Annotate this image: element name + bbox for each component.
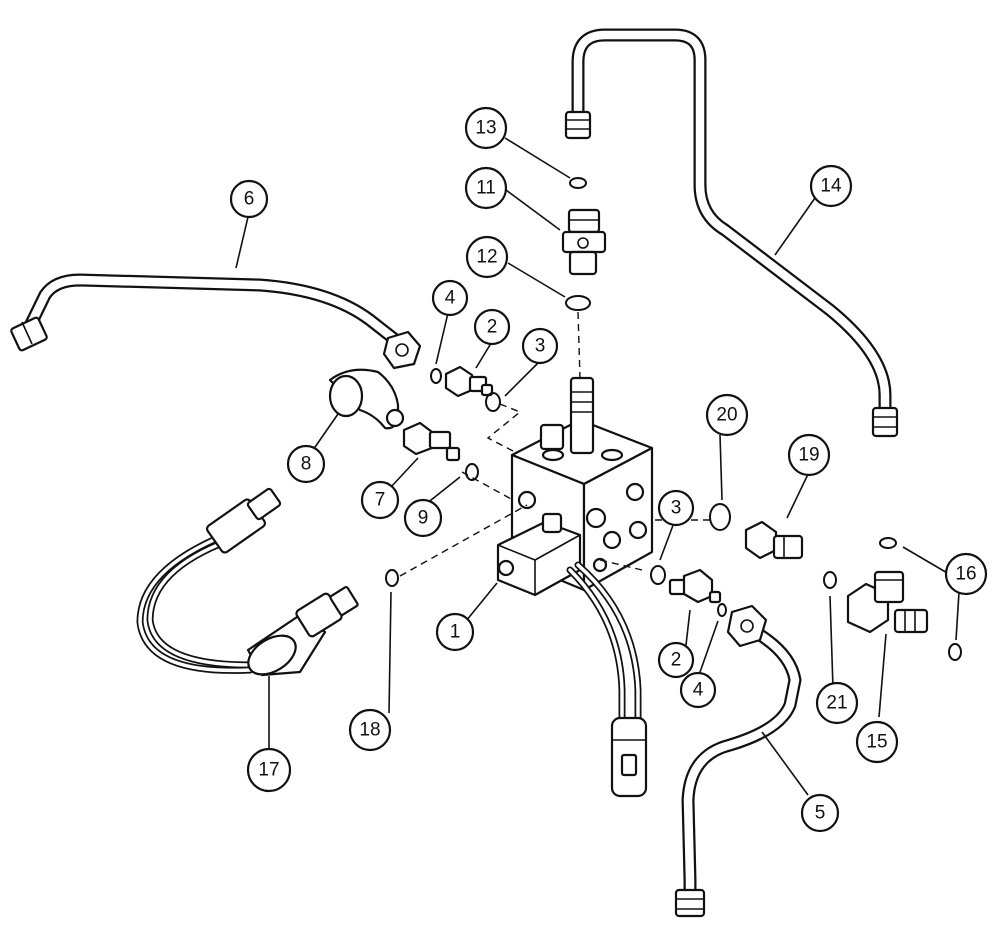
oring-9 [465, 463, 479, 481]
callout-6-label: 6 [244, 189, 255, 210]
callout-4-bottom-label: 4 [693, 680, 704, 701]
leader-lines [235, 137, 960, 796]
callout-20: 20 [705, 393, 749, 437]
oring-4-bottom [717, 603, 727, 617]
fitting-19 [744, 520, 804, 560]
callout-3-bottom: 3 [657, 489, 695, 527]
callout-3-top: 3 [521, 327, 559, 365]
callout-2-bottom: 2 [657, 641, 695, 679]
callout-17-label: 17 [258, 760, 279, 781]
callout-9: 9 [403, 498, 443, 538]
callout-14: 14 [809, 164, 853, 208]
fitting-2-bottom [668, 568, 722, 604]
callout-20-label: 20 [716, 405, 737, 426]
callout-18-label: 18 [359, 720, 380, 741]
cap-8 [328, 368, 405, 430]
callout-3-bottom-label: 3 [671, 498, 682, 519]
callout-19-label: 19 [798, 445, 819, 466]
callout-2-top-label: 2 [487, 317, 498, 338]
oring-16-top [879, 537, 897, 549]
callout-6: 6 [229, 179, 269, 219]
tee-fitting-15 [846, 570, 929, 634]
callout-16-label: 16 [955, 564, 976, 585]
solenoid-wire-harness [566, 561, 648, 798]
callout-5-label: 5 [815, 803, 826, 824]
oring-21 [823, 571, 837, 589]
o-rings [385, 177, 962, 661]
callout-11: 11 [464, 166, 508, 210]
tube-5 [674, 604, 802, 918]
callout-14-label: 14 [820, 176, 842, 197]
callout-5: 5 [800, 793, 840, 833]
callout-8: 8 [286, 444, 326, 484]
callout-18: 18 [348, 708, 392, 752]
callout-17: 17 [246, 747, 292, 793]
callout-8-label: 8 [301, 454, 312, 475]
callout-7: 7 [360, 480, 400, 520]
callout-21-label: 21 [826, 693, 847, 714]
callout-19: 19 [787, 433, 831, 477]
fitting-2-top [444, 365, 494, 398]
callout-12-label: 12 [476, 247, 497, 268]
sensor-17 [136, 487, 359, 677]
callout-15: 15 [855, 720, 899, 764]
callout-15-label: 15 [866, 732, 887, 753]
tube-14 [564, 28, 899, 438]
callout-1: 1 [435, 612, 475, 652]
callout-11-label: 11 [476, 178, 496, 199]
callout-16: 16 [944, 552, 988, 596]
callout-21: 21 [815, 681, 859, 725]
oring-3-bottom [650, 565, 666, 585]
callout-1-label: 1 [450, 622, 461, 643]
callout-4-bottom: 4 [679, 671, 717, 709]
oring-20 [709, 503, 731, 531]
callout-7-label: 7 [375, 490, 386, 511]
callout-4-top: 4 [431, 279, 469, 317]
callout-2-top: 2 [473, 308, 511, 346]
oring-3-top [485, 392, 501, 412]
callout-2-bottom-label: 2 [671, 650, 682, 671]
callout-12: 12 [465, 235, 509, 279]
tube-6 [10, 273, 422, 370]
fitting-7 [402, 421, 461, 462]
oring-12 [565, 295, 591, 311]
oring-4-top [430, 368, 442, 384]
callout-13: 13 [464, 106, 508, 150]
fitting-11 [561, 208, 607, 276]
oring-13 [569, 177, 587, 189]
callout-3-top-label: 3 [535, 336, 546, 357]
callout-9-label: 9 [418, 508, 429, 529]
oring-16-bottom [948, 643, 962, 661]
callout-13-label: 13 [475, 118, 496, 139]
callout-4-top-label: 4 [445, 288, 456, 309]
oring-18 [385, 569, 399, 587]
